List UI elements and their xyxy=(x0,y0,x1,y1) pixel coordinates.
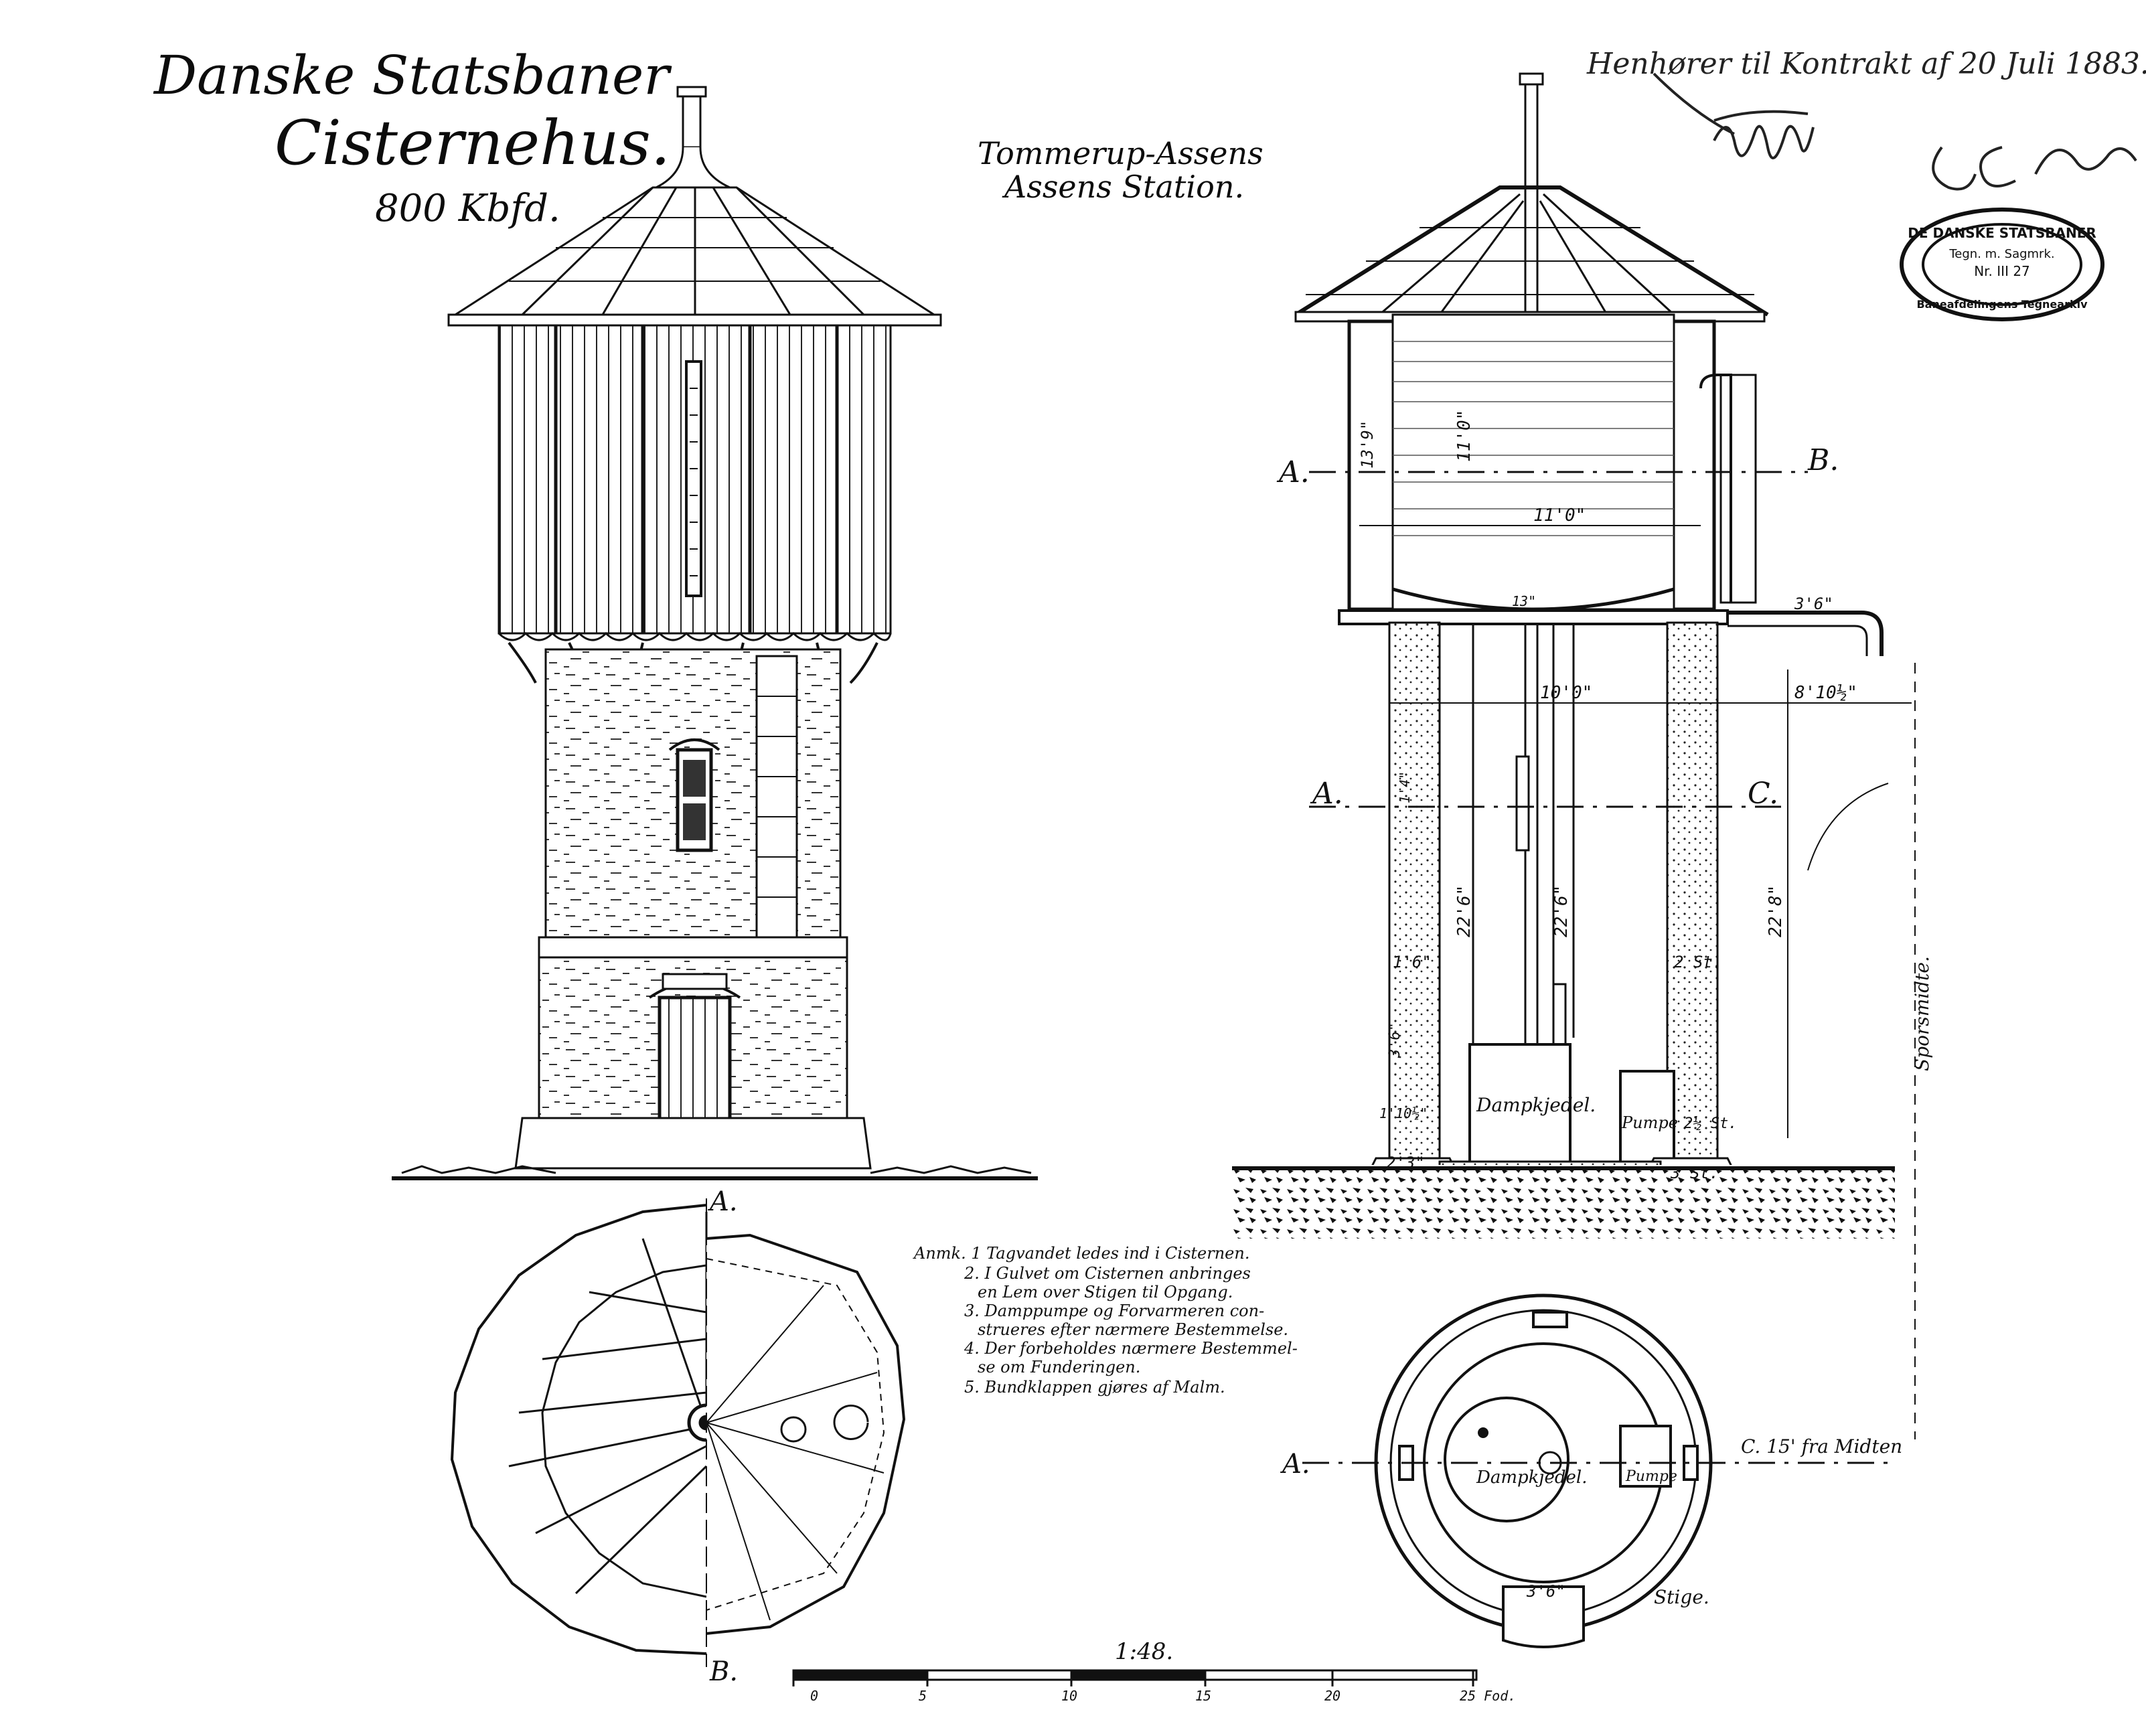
ground-plan-ladder: Stige. xyxy=(1654,1586,1709,1608)
roof-plan-view xyxy=(450,1198,906,1667)
note-line: strueres efter nærmere Bestemmelse. xyxy=(978,1320,1288,1339)
section-cut-c: C. xyxy=(1748,777,1778,811)
dim-2half-st: 2½ St. xyxy=(1684,1115,1737,1132)
scale-label: 1:48. xyxy=(1115,1638,1173,1665)
title-capacity: 800 Kbfd. xyxy=(375,187,560,230)
stamp-line1: DE DANSKE STATSBANER xyxy=(1908,225,2096,241)
signature-left xyxy=(1653,72,1815,159)
dim-11-0-vertical: 11'0" xyxy=(1454,410,1474,462)
dim-13-9: 13'9" xyxy=(1358,420,1377,469)
dim-11-0-horizontal: 11'0" xyxy=(1533,505,1586,526)
section-cut-a-lower: A. xyxy=(1310,777,1343,811)
dim-22-8: 22'8" xyxy=(1766,885,1786,937)
handwritten-annotation: Henhører til Kontrakt af 20 Juli 1883. xyxy=(1586,47,2146,81)
ground-plan-door-dim: 3'6" xyxy=(1526,1582,1565,1601)
dim-3-6: 3'6" xyxy=(1387,1022,1403,1058)
ground-plan-label-boiler: Dampkjedel. xyxy=(1476,1468,1587,1488)
dim-2st: 2 St. xyxy=(1674,953,1722,971)
title-line2: Cisternehus. xyxy=(275,107,670,179)
scale-tick: 25 Fod. xyxy=(1460,1688,1516,1704)
ground-plan-cut-a: A. xyxy=(1280,1449,1310,1480)
note-line: se om Funderingen. xyxy=(978,1358,1140,1376)
ground-plan-view xyxy=(1302,1293,1895,1648)
note-line: 4. Der forbeholdes nærmere Bestemmel- xyxy=(964,1339,1298,1358)
scale-tick: 0 xyxy=(810,1688,818,1704)
note-line: 5. Bundklappen gjøres af Malm. xyxy=(964,1378,1225,1397)
dim-3-6-pipe: 3'6" xyxy=(1794,595,1833,613)
line-route: Tommerup-Assens xyxy=(978,135,1263,171)
scale-tick: 10 xyxy=(1061,1688,1077,1704)
title-line1: Danske Statsbaner xyxy=(153,44,672,106)
archive-stamp: DE DANSKE STATSBANER Tegn. m. Sagmrk. Nr… xyxy=(1900,208,2104,321)
notes-block: Anmk. 1 Tagvandet ledes ind i Cisternen.… xyxy=(913,1244,1298,1397)
dim-3st: 3 St. xyxy=(1670,1164,1719,1182)
dim-2-3: 2'3" xyxy=(1386,1154,1425,1172)
scale-tick: 5 xyxy=(919,1688,927,1704)
section-cut-b: B. xyxy=(1807,443,1839,477)
track-center-label: Sporsmidte. xyxy=(1911,956,1933,1071)
note-line: 2. I Gulvet om Cisternen anbringes xyxy=(964,1264,1251,1283)
line-station: Assens Station. xyxy=(1002,169,1244,205)
scale-tick: 15 xyxy=(1195,1688,1211,1704)
stamp-line4: Baneafdelingens Tegnearkiv xyxy=(1916,298,2088,311)
scale-bar: 1:48. 0 5 10 15 20 25 Fod. xyxy=(792,1638,1516,1704)
note-line: en Lem over Stigen til Opgang. xyxy=(978,1283,1233,1301)
dim-13: 13" xyxy=(1512,593,1536,609)
note-line: Anmk. 1 Tagvandet ledes ind i Cisternen. xyxy=(913,1244,1249,1263)
plan-cut-a: A. xyxy=(707,1186,738,1217)
section-label-boiler: Dampkjedel. xyxy=(1476,1094,1596,1116)
dim-1-4: 1'4" xyxy=(1397,771,1413,803)
scale-tick: 20 xyxy=(1324,1688,1340,1704)
section-label-pump: Pumpe xyxy=(1621,1113,1678,1132)
plan-cut-b: B. xyxy=(709,1656,738,1687)
dim-8-10: 8'10½" xyxy=(1794,683,1857,703)
note-line: 3. Damppumpe og Forvarmeren con- xyxy=(964,1301,1264,1320)
dim-22-6-a: 22'6" xyxy=(1454,885,1474,937)
elevation-view xyxy=(392,86,1038,1180)
stamp-line2: Tegn. m. Sagmrk. xyxy=(1948,247,2054,261)
section-view xyxy=(1232,72,1916,1439)
dim-1-6: 1'6" xyxy=(1393,953,1432,971)
dim-22-6-b: 22'6" xyxy=(1551,885,1572,937)
ground-plan-cut-c: C. 15' fra Midten xyxy=(1741,1435,1902,1457)
dim-1-10: 1'10½" xyxy=(1379,1105,1428,1121)
dim-10-0: 10'0" xyxy=(1540,683,1592,703)
section-cut-a-upper: A. xyxy=(1276,455,1310,489)
stamp-line3: Nr. III 27 xyxy=(1974,263,2030,279)
signature-right xyxy=(1932,146,2137,191)
ground-plan-label-pump: Pumpe xyxy=(1625,1468,1677,1485)
